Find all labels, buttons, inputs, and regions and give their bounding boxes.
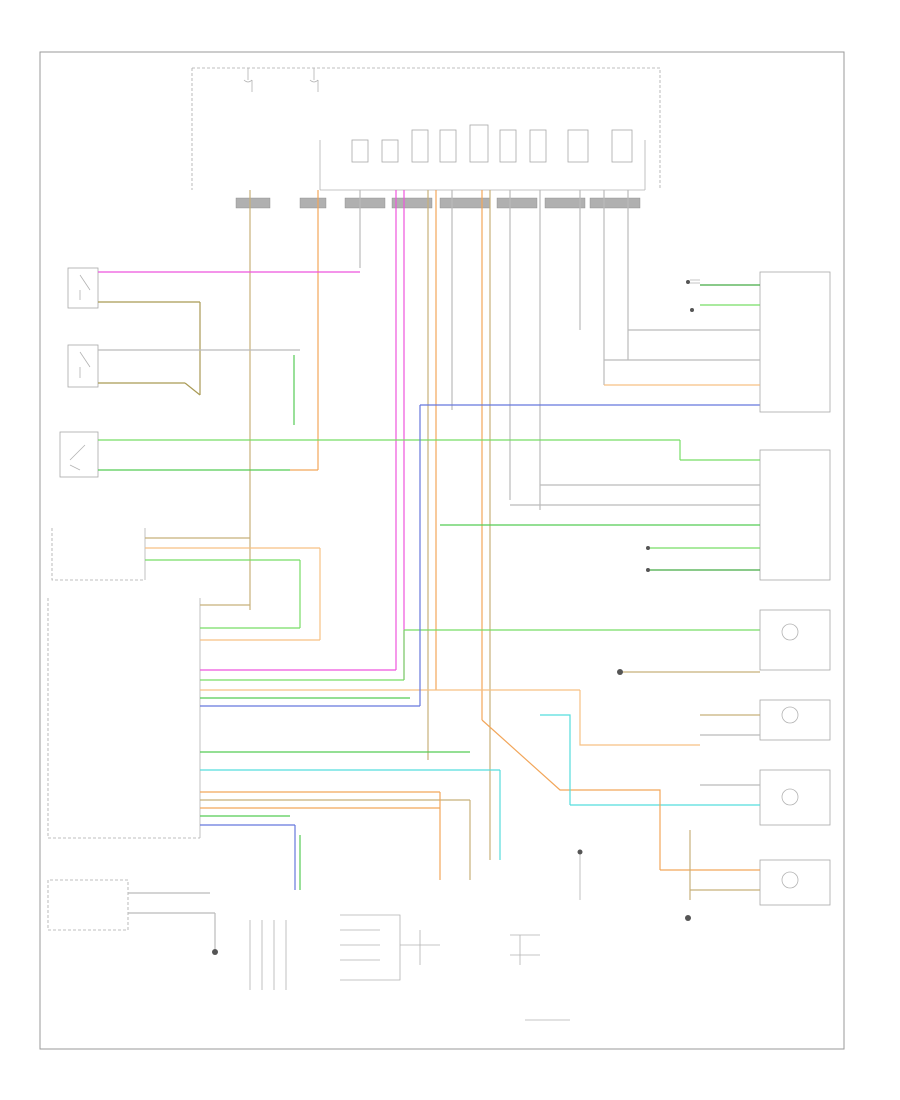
bottom-connectors bbox=[249, 914, 570, 1021]
module-internal-switches bbox=[351, 124, 633, 163]
right-rear-turn-lamp bbox=[660, 830, 831, 906]
multifunction-switch bbox=[577, 849, 583, 900]
trailer-connector bbox=[47, 879, 218, 955]
hazard-switch bbox=[59, 431, 681, 478]
module-connector-row bbox=[235, 197, 641, 209]
ground-symbols bbox=[646, 279, 700, 921]
body-control-module bbox=[47, 404, 770, 890]
right-front-turn-lamp bbox=[570, 769, 831, 826]
fuse-1-symbol bbox=[243, 68, 253, 92]
fuse-2-symbol bbox=[309, 68, 319, 92]
right-tail-lamp-block bbox=[604, 271, 831, 413]
diagram-border bbox=[39, 51, 845, 1050]
left-tail-lamp-block bbox=[440, 449, 831, 581]
brake-lamp-switch bbox=[67, 267, 360, 395]
routed-wires bbox=[299, 690, 700, 890]
left-front-turn-lamp bbox=[617, 609, 831, 675]
instrument-cluster bbox=[51, 528, 321, 640]
stoplamp-switch bbox=[67, 344, 300, 425]
left-rear-turn-lamp bbox=[700, 699, 831, 741]
module-wires bbox=[249, 190, 629, 830]
top-control-module bbox=[191, 67, 661, 191]
